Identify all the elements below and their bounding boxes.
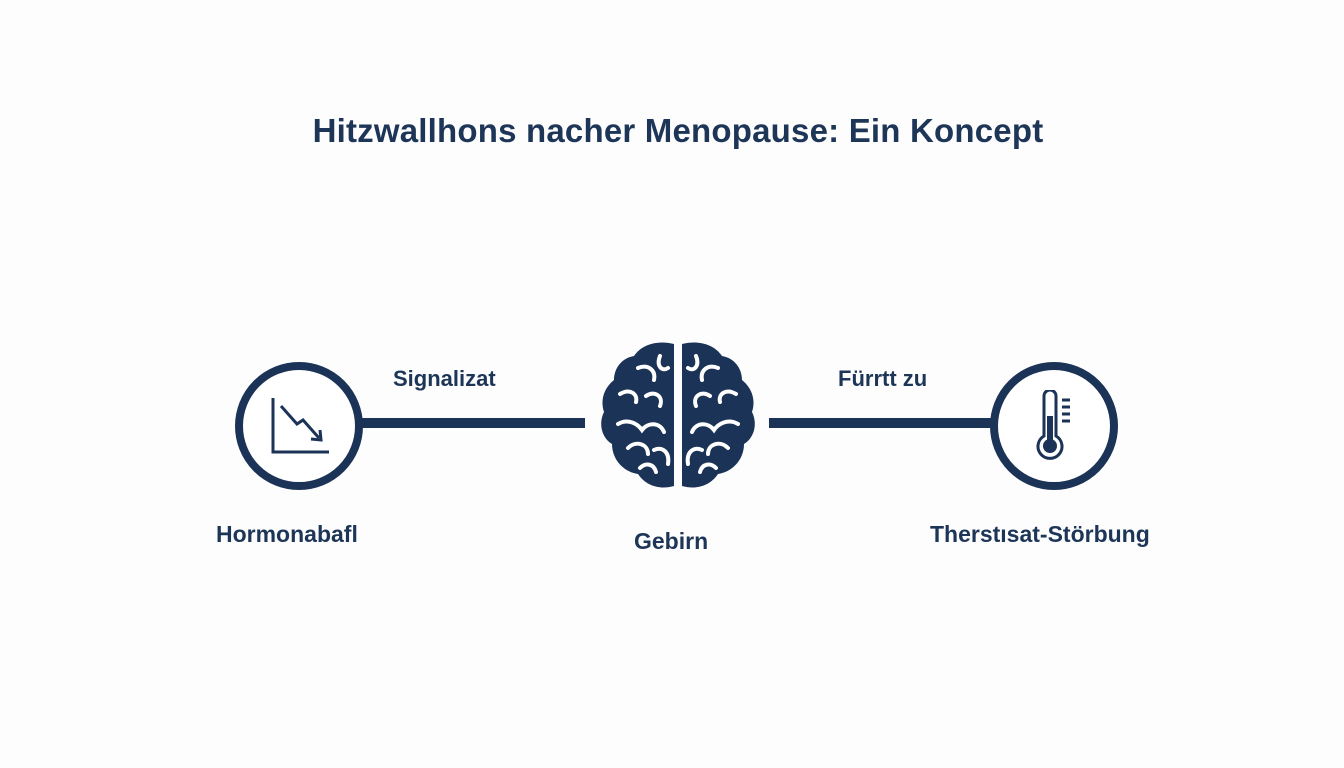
node-label-hormone: Hormonabafl bbox=[216, 521, 358, 547]
brain-icon bbox=[601, 342, 755, 488]
edge-label-leads-to: Fürrtt zu bbox=[838, 366, 928, 391]
diagram-title: Hitzwallhons nacher Menopause: Ein Konce… bbox=[312, 112, 1044, 149]
declining-chart-icon bbox=[271, 398, 329, 454]
edge-label-signals: Signalizat bbox=[393, 366, 496, 391]
connector-hormone-brain bbox=[355, 418, 585, 428]
connector-brain-thermo bbox=[769, 418, 995, 428]
node-thermoregulation bbox=[990, 362, 1118, 490]
node-label-brain: Gebirn bbox=[634, 528, 709, 554]
node-hormone-decline bbox=[235, 362, 363, 490]
node-label-thermo: Therstısat-Störbung bbox=[930, 521, 1150, 547]
thermometer-icon bbox=[1036, 390, 1070, 460]
